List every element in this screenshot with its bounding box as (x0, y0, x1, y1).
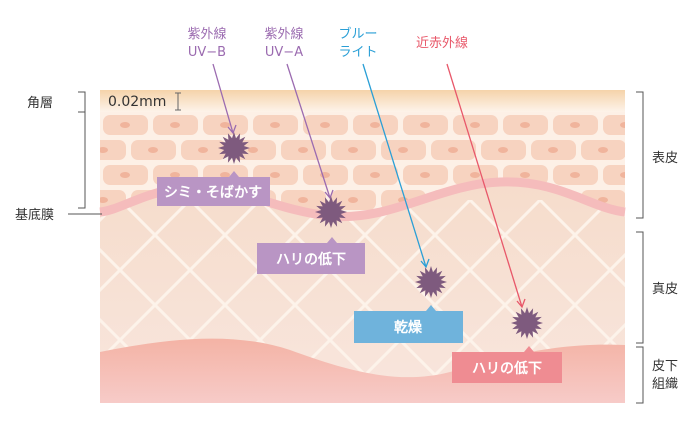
right-brackets (636, 91, 644, 404)
cell-nucleus (198, 147, 208, 153)
stratum-corneum (100, 90, 625, 112)
cell-nucleus (548, 147, 558, 153)
cell-nucleus (620, 172, 625, 178)
cell-nucleus (170, 172, 180, 178)
damage-burst-icon (511, 307, 543, 339)
cell-nucleus (148, 147, 158, 153)
effect-dryness: 乾燥 (354, 305, 463, 343)
cell (603, 115, 625, 135)
nearir-arrow (446, 63, 526, 309)
bluelight-label-1: ブルー (338, 26, 377, 42)
cell-nucleus (370, 122, 380, 128)
cell-nucleus (170, 122, 180, 128)
damage-bursts (218, 132, 543, 339)
cell-nucleus (320, 122, 330, 128)
cell-nucleus (598, 147, 608, 153)
ray-arrows (212, 63, 526, 309)
nearir-label: 近赤外線 (416, 35, 468, 51)
effect-spots-label: シミ・そばかす (164, 185, 262, 201)
cell-nucleus (470, 172, 480, 178)
uvb-arrow (212, 63, 237, 135)
cell-nucleus (348, 147, 358, 153)
cell-nucleus (620, 122, 625, 128)
uvb-label-2: UV−B (188, 45, 226, 60)
cell-nucleus (270, 122, 280, 128)
damage-burst-icon (315, 196, 347, 228)
cell-nucleus (570, 172, 580, 178)
bluelight-arrow (362, 63, 430, 269)
effect-elasticity-uva: ハリの低下 (257, 237, 365, 274)
cell (603, 165, 625, 185)
effect-elasticity-nearir-label: ハリの低下 (472, 360, 542, 377)
cell-nucleus (348, 197, 358, 203)
thickness-label: 0.02mm (108, 94, 166, 110)
label-stratum-corneum: 角層 (27, 96, 53, 111)
uva-label-1: 紫外線 (264, 26, 303, 42)
cell-nucleus (220, 122, 230, 128)
cell-nucleus (120, 172, 130, 178)
left-bracket (68, 91, 102, 215)
subcutis-layer (100, 338, 625, 403)
label-dermis: 真皮 (652, 282, 678, 297)
cell-nucleus (370, 172, 380, 178)
cell-nucleus (120, 122, 130, 128)
effect-elasticity-nearir: ハリの低下 (452, 346, 562, 383)
uva-arrow (286, 63, 334, 200)
damage-burst-icon (415, 266, 447, 298)
cell-nucleus (100, 197, 108, 203)
cell-nucleus (298, 147, 308, 153)
cell-nucleus (570, 122, 580, 128)
label-epidermis: 表皮 (652, 151, 678, 166)
cell-nucleus (270, 172, 280, 178)
label-subcutis-1: 皮下 (652, 359, 678, 374)
cell-nucleus (420, 122, 430, 128)
cell-nucleus (470, 122, 480, 128)
label-subcutis-2: 組織 (652, 377, 678, 392)
effect-spots: シミ・そばかす (157, 171, 270, 206)
cell-nucleus (420, 172, 430, 178)
damage-burst-icon (218, 132, 250, 164)
cell-nucleus (520, 172, 530, 178)
uva-label-2: UV−A (265, 45, 303, 60)
cell-nucleus (248, 147, 258, 153)
label-basement-membrane: 基底膜 (15, 207, 54, 223)
cell-nucleus (100, 147, 108, 153)
uvb-label-1: 紫外線 (187, 26, 226, 42)
cell-nucleus (498, 147, 508, 153)
thickness-bracket (175, 92, 181, 111)
bluelight-label-2: ライト (338, 45, 377, 60)
cell-nucleus (220, 172, 230, 178)
effect-elasticity-uva-label: ハリの低下 (276, 251, 346, 268)
cell-nucleus (448, 147, 458, 153)
cell-nucleus (298, 197, 308, 203)
cell-nucleus (398, 147, 408, 153)
cell-nucleus (520, 122, 530, 128)
effect-dryness-label: 乾燥 (394, 319, 423, 336)
